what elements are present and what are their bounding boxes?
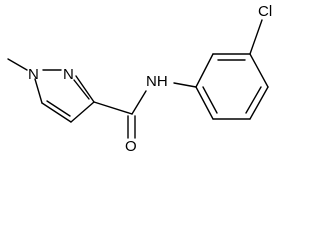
bond-benzene-3-4	[249, 53, 269, 88]
bond-n1-c5	[34, 78, 43, 104]
molecule-diagram: N N NH O Cl	[7, 3, 273, 154]
bond-c3-carbonyl	[93, 101, 133, 115]
bond-c5-c4-outer	[41, 102, 72, 123]
bond-methyl-n1	[7, 58, 28, 71]
bond-aryl-cl	[249, 19, 263, 55]
atom-label-cl: Cl	[258, 3, 272, 20]
bond-carbonyl-nh	[131, 90, 147, 115]
atom-label-nh: NH	[146, 73, 168, 90]
structure-svg: N N NH O Cl	[7, 3, 272, 154]
bond-benzene-1-2	[195, 53, 214, 88]
bond-c3-n2-inner	[73, 79, 90, 100]
bond-c4-c3	[70, 101, 95, 123]
bond-nh-aryl	[173, 82, 197, 88]
bond-benzene-6-1	[195, 86, 214, 120]
bond-c3-n2-outer	[75, 75, 95, 103]
bond-benzene-4-5	[249, 86, 269, 120]
atom-label-o: O	[125, 138, 137, 154]
bond-benzene-6-1-inner	[202, 86, 218, 114]
bond-c5-c4-inner	[46, 100, 71, 117]
bond-benzene-4-5-inner	[245, 86, 262, 114]
atom-label-n1: N	[28, 66, 39, 83]
atom-label-n2: N	[63, 66, 74, 83]
